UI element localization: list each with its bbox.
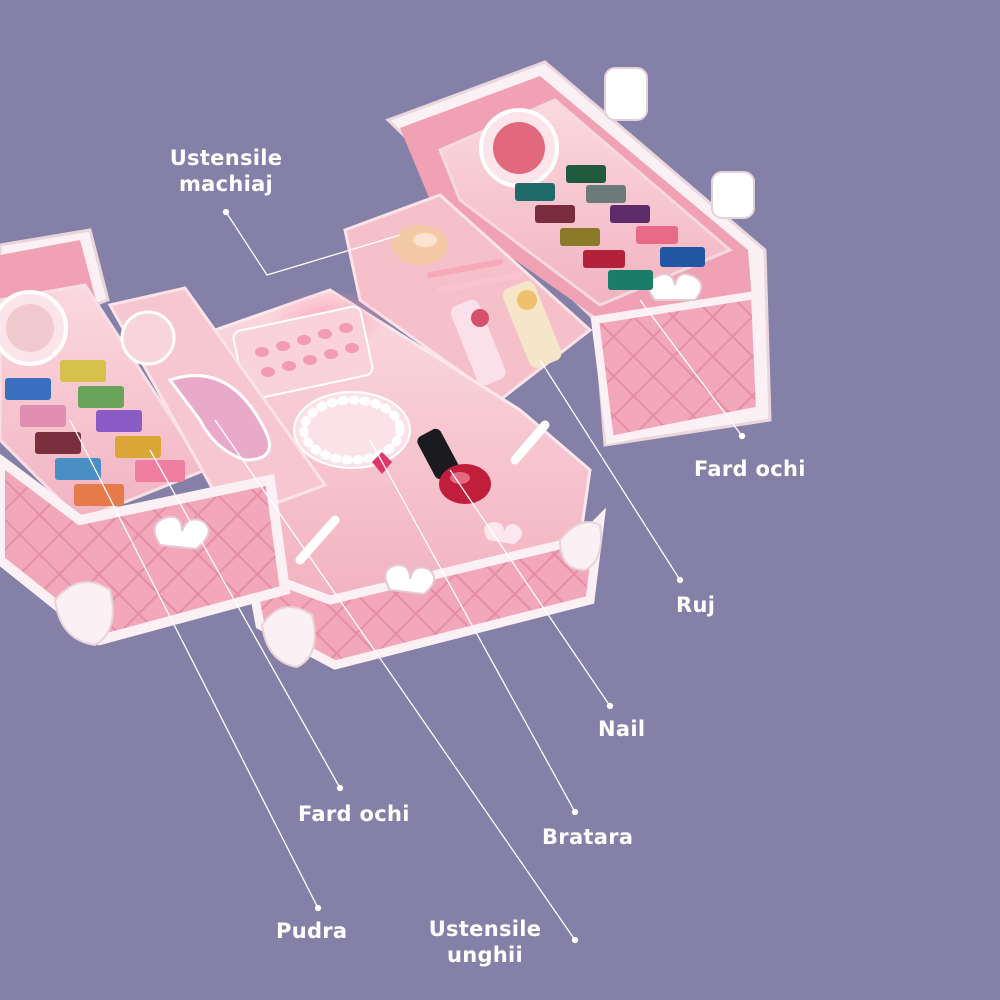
label-fard-ochi-right: Fard ochi [694, 457, 806, 481]
label-pudra: Pudra [276, 919, 348, 943]
label-ustensile-machiaj-line1: Ustensile [169, 146, 283, 170]
right-case-section [385, 60, 772, 447]
pearl-bracelet [293, 391, 411, 474]
label-ustensile-unghii-line1: Ustensile [428, 917, 542, 941]
eyeshadow-palette-right [515, 165, 705, 290]
leader-fard-ochi-left [149, 449, 344, 792]
leader-lines [69, 208, 746, 944]
center-case-section [213, 193, 607, 670]
label-nail: Nail [598, 717, 646, 741]
label-ustensile-machiaj-line2: machiaj [178, 172, 274, 196]
left-case-section [0, 228, 328, 647]
leader-ustensile-machiaj [222, 208, 401, 276]
leader-pudra [69, 419, 322, 912]
leader-ruj [539, 359, 684, 584]
label-ustensile-machiaj: Ustensile machiaj [158, 145, 294, 197]
label-ustensile-unghii-line2: unghii [446, 943, 524, 967]
label-ruj: Ruj [676, 593, 716, 617]
leader-nail [449, 469, 614, 710]
leader-fard-ochi-right [639, 299, 746, 440]
label-bratara: Bratara [542, 825, 634, 849]
label-ustensile-unghii: Ustensile unghii [420, 916, 550, 968]
leader-ustensile-unghii [214, 419, 579, 944]
label-fard-ochi-left: Fard ochi [298, 802, 410, 826]
leader-bratara [369, 439, 579, 816]
